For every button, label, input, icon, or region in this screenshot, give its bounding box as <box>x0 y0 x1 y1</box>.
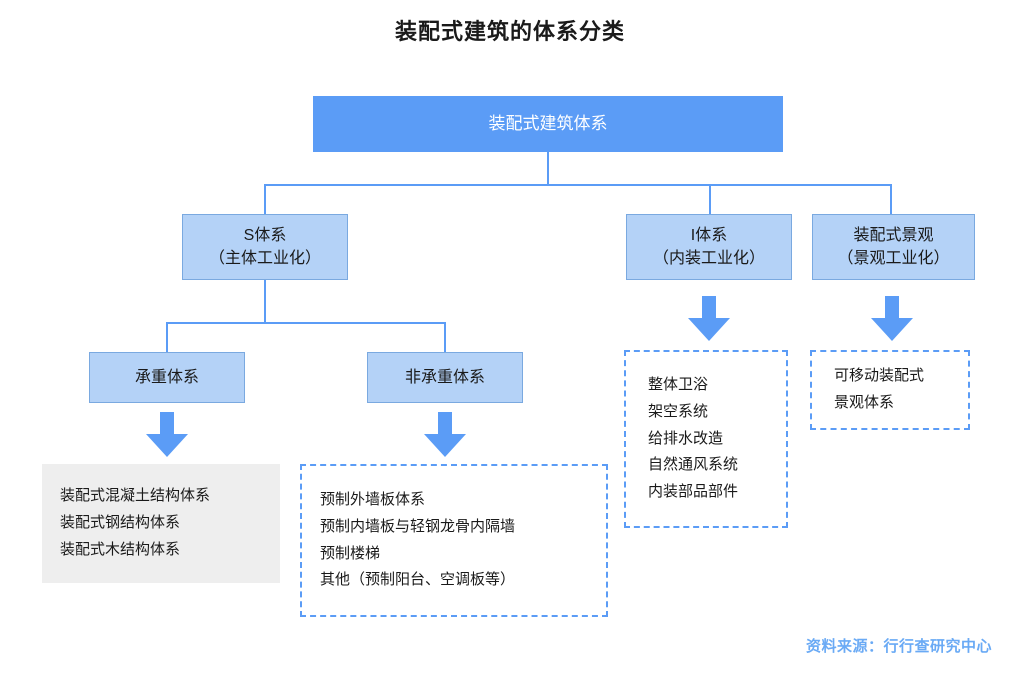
node-landscape-system-line2: （景观工业化） <box>837 250 950 267</box>
list-item: 自然通风系统 <box>648 456 739 474</box>
panel-landscape-items: 可移动装配式 景观体系 <box>810 350 970 430</box>
node-i-system-line2: （内装工业化） <box>652 250 765 267</box>
list-item: 预制楼梯 <box>320 544 381 562</box>
list-item: 装配式木结构体系 <box>60 540 181 558</box>
node-i-system-line1: I体系 <box>690 226 728 244</box>
node-root[interactable]: 装配式建筑体系 <box>313 96 783 152</box>
list-item: 其他（预制阳台、空调板等） <box>320 571 516 589</box>
connector-root-stem <box>547 152 549 184</box>
node-landscape-system-line1: 装配式景观 <box>853 226 934 244</box>
list-item: 装配式混凝土结构体系 <box>60 487 211 505</box>
connector-level2-bus <box>264 184 892 186</box>
list-item: 架空系统 <box>648 402 709 420</box>
arrow-down-load-bearing <box>145 412 189 458</box>
connector-to-i-system <box>709 184 711 214</box>
connector-to-s-system <box>264 184 266 214</box>
node-root-label: 装配式建筑体系 <box>488 113 608 133</box>
node-load-bearing-label: 承重体系 <box>134 368 199 386</box>
node-s-system[interactable]: S体系 （主体工业化） <box>182 214 348 280</box>
connector-to-load-bearing <box>166 322 168 352</box>
source-note: 资料来源：行行查研究中心 <box>805 638 992 655</box>
list-item: 景观体系 <box>834 394 895 411</box>
node-load-bearing[interactable]: 承重体系 <box>89 352 245 403</box>
panel-interior-items: 整体卫浴 架空系统 给排水改造 自然通风系统 内装部品部件 <box>624 350 788 528</box>
list-item: 给排水改造 <box>648 429 724 447</box>
connector-level3-bus <box>166 322 446 324</box>
list-item: 整体卫浴 <box>648 376 709 394</box>
connector-to-non-load-bearing <box>444 322 446 352</box>
list-item: 预制外墙板体系 <box>320 491 426 509</box>
page-title: 装配式建筑的体系分类 <box>394 19 625 44</box>
connector-s-system-stem <box>264 280 266 322</box>
panel-non-load-bearing-items: 预制外墙板体系 预制内墙板与轻钢龙骨内隔墙 预制楼梯 其他（预制阳台、空调板等） <box>300 464 608 617</box>
node-non-load-bearing-label: 非承重体系 <box>404 368 485 386</box>
panel-load-bearing-items: 装配式混凝土结构体系 装配式钢结构体系 装配式木结构体系 <box>42 464 280 583</box>
list-item: 装配式钢结构体系 <box>60 514 181 532</box>
connector-to-landscape-system <box>890 184 892 214</box>
arrow-down-non-load-bearing <box>423 412 467 458</box>
node-landscape-system[interactable]: 装配式景观 （景观工业化） <box>812 214 975 280</box>
list-item: 可移动装配式 <box>834 367 925 385</box>
list-item: 预制内墙板与轻钢龙骨内隔墙 <box>320 517 516 535</box>
node-s-system-line2: （主体工业化） <box>208 250 321 267</box>
node-i-system[interactable]: I体系 （内装工业化） <box>626 214 792 280</box>
list-item: 内装部品部件 <box>648 483 739 501</box>
node-non-load-bearing[interactable]: 非承重体系 <box>367 352 523 403</box>
arrow-down-i-system <box>687 296 731 342</box>
arrow-down-landscape-system <box>870 296 914 342</box>
node-s-system-line1: S体系 <box>243 226 287 244</box>
